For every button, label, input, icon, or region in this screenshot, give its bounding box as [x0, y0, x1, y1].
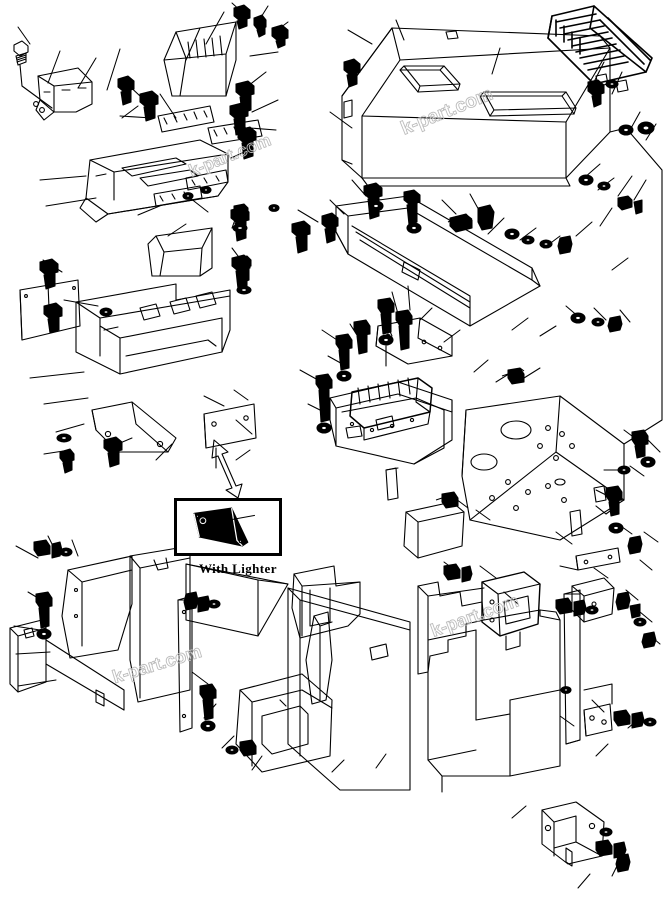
side-brackets: [91, 401, 177, 453]
fasteners: [33, 539, 657, 873]
main-cover-panel: [341, 27, 611, 187]
fasteners: [232, 203, 252, 295]
grille-assembly: [547, 5, 653, 85]
side-brackets: [203, 403, 257, 469]
fasteners: [343, 58, 655, 215]
fasteners: [435, 367, 657, 649]
lower-shroud: [563, 589, 581, 745]
fasteners: [99, 186, 631, 694]
control-valve-plate: [329, 377, 453, 465]
left-console-body: [75, 283, 231, 375]
rear-bracket: [583, 683, 613, 737]
fasteners: [385, 467, 399, 501]
front-trim-panel: [333, 195, 541, 327]
inset-caption: With Lighter: [199, 561, 277, 576]
left-console-cover: [163, 21, 237, 97]
left-console-cover: [33, 67, 93, 121]
fasteners: [13, 40, 53, 109]
fasteners: [43, 302, 123, 474]
fasteners: [315, 297, 413, 434]
side-brackets: [481, 571, 541, 651]
side-brackets: [559, 547, 621, 571]
lower-shroud: [305, 611, 333, 705]
lower-shroud: [287, 587, 411, 791]
inset-detail-box: [174, 498, 282, 556]
leader-lines: [13, 2, 661, 889]
lighter-panel-drawing: [193, 507, 255, 547]
left-console-body: [79, 139, 229, 223]
side-brackets: [9, 619, 125, 711]
lower-shroud: [291, 565, 361, 639]
control-valve-plate: [375, 317, 453, 367]
lower-shroud: [417, 581, 561, 793]
fasteners: [291, 182, 623, 333]
left-console-body: [147, 227, 213, 277]
